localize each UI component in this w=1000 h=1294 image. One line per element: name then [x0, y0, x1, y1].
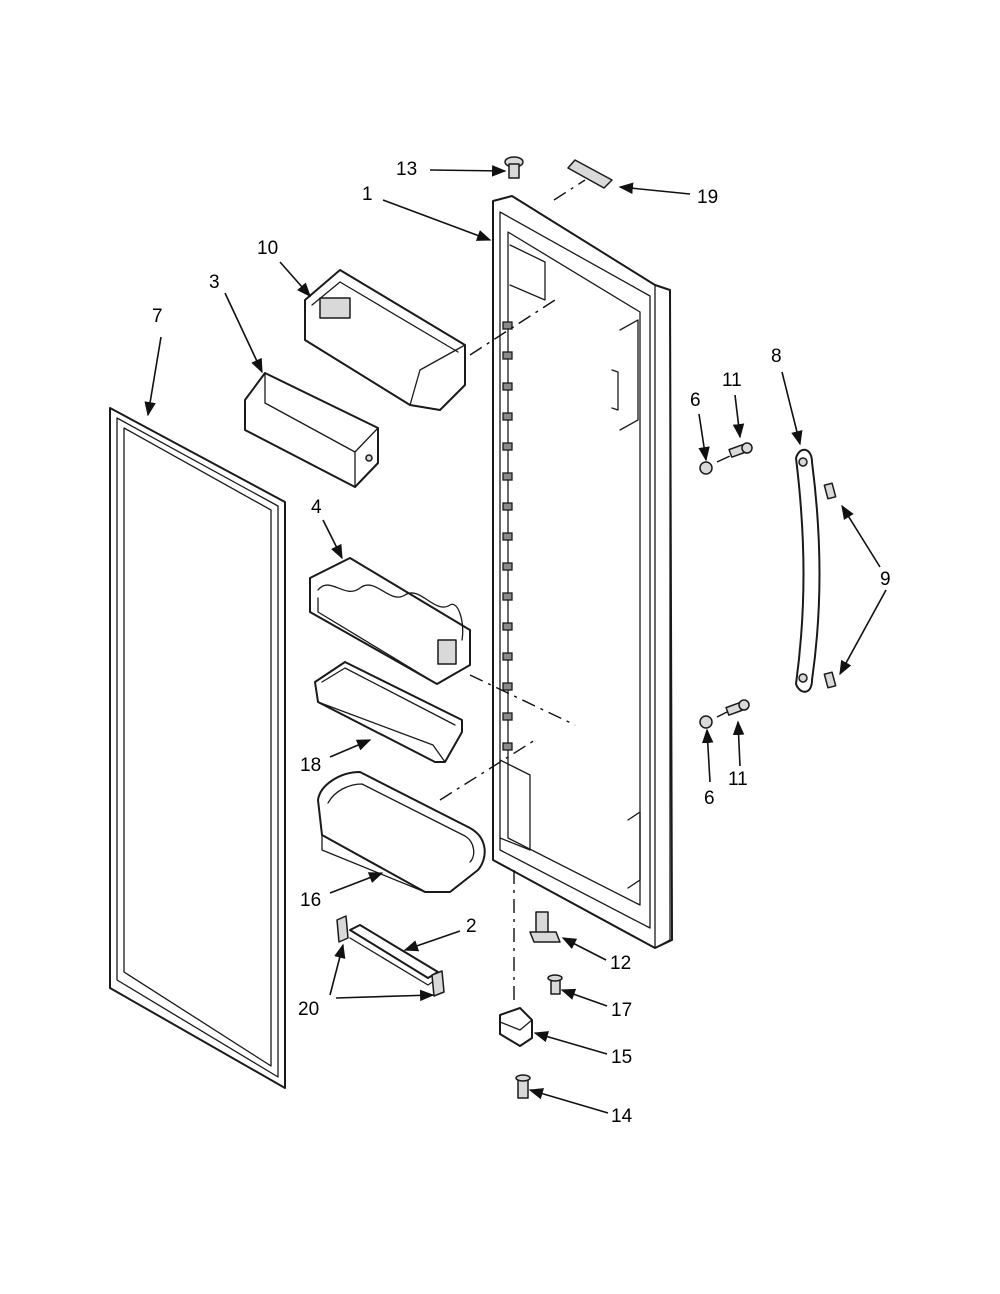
callout-labels: 13 1 19 10 3 7 8 11 6 4 9 18 11 6 16 2 1… [152, 159, 891, 1127]
door-plug-part [504, 156, 524, 179]
callout-6-lower: 6 [704, 788, 715, 809]
leader-lines [144, 165, 887, 1114]
handle-set-screw-upper-part [823, 482, 837, 500]
trim-end-cap-left-part [336, 915, 349, 943]
callout-13: 13 [396, 159, 417, 180]
callout-19: 19 [697, 187, 718, 208]
gallon-door-bin-part [317, 771, 486, 893]
door-trim-part [349, 924, 439, 986]
callout-16: 16 [300, 890, 321, 911]
callout-18: 18 [300, 755, 321, 776]
callout-11-lower: 11 [728, 769, 748, 790]
callout-6-upper: 6 [690, 390, 701, 411]
callout-7: 7 [152, 306, 163, 327]
callout-2: 2 [466, 916, 477, 937]
handle-set-screw-lower-part [823, 671, 837, 689]
assembly-lines [439, 179, 731, 1005]
callout-9: 9 [880, 569, 891, 590]
hinge-pin-part [529, 911, 561, 943]
can-rack-bin-part [309, 557, 471, 685]
bottom-hinge-screw-part [515, 1074, 531, 1099]
callout-1: 1 [362, 184, 373, 205]
nameplate-part [567, 159, 613, 189]
dairy-compartment-part [304, 269, 466, 411]
handle-spacer-lower-part [699, 715, 713, 729]
callout-4: 4 [311, 497, 322, 518]
trim-end-cap-right-part [431, 970, 445, 997]
callout-10: 10 [257, 238, 278, 259]
hinge-screw-part [547, 974, 563, 995]
handle-screw-upper-part [728, 442, 753, 458]
handle-screw-lower-part [725, 699, 750, 716]
door-liner-part [492, 195, 673, 949]
callout-14: 14 [611, 1106, 633, 1127]
door-bin-part [314, 661, 463, 763]
door-shelf-slots [502, 321, 513, 751]
callout-17: 17 [611, 1000, 632, 1021]
callout-3: 3 [209, 272, 220, 293]
dairy-door-part [244, 372, 379, 488]
handle-spacer-upper-part [699, 461, 713, 475]
callout-8: 8 [771, 346, 782, 367]
bottom-hinge-part [499, 1007, 533, 1047]
callout-11-upper: 11 [722, 370, 742, 391]
door-handle-part [795, 448, 821, 693]
door-gasket-part [109, 407, 286, 1089]
callout-20: 20 [298, 999, 319, 1020]
callout-15: 15 [611, 1047, 632, 1068]
callout-12: 12 [610, 953, 631, 974]
